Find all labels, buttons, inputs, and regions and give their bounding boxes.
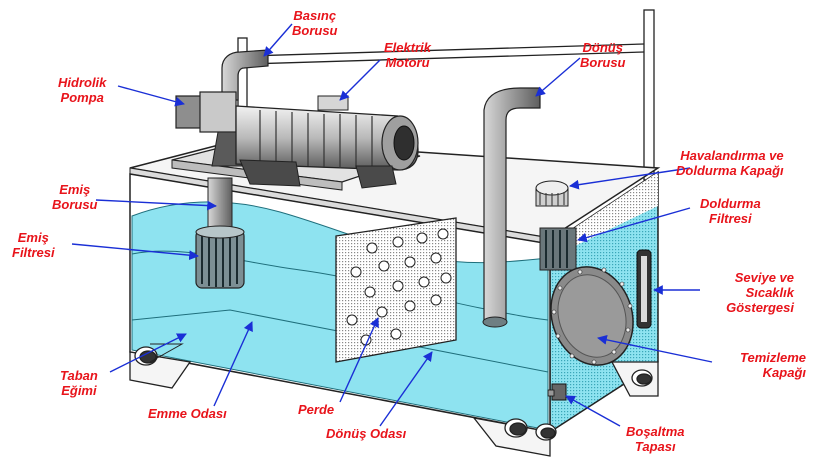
label-taban-egimi-line1: Taban: [60, 368, 98, 383]
label-havalandirma-line2: Doldurma Kapağı: [676, 163, 784, 178]
label-elektrik-motoru: Elektrik Motoru: [384, 40, 431, 70]
return-pipe: [482, 87, 541, 328]
label-donus-borusu: Dönüş Borusu: [580, 40, 626, 70]
label-temizleme: Temizleme Kapağı: [716, 350, 806, 380]
label-basinc-borusu: Basınç Borusu: [292, 8, 338, 38]
arrow-temizleme: [597, 335, 713, 363]
arrow-emis-filtresi: [71, 243, 199, 261]
label-doldurma-filtresi-line1: Doldurma: [700, 196, 761, 211]
label-perde-line1: Perde: [298, 402, 335, 417]
label-taban-egimi: Taban Eğimi: [60, 368, 98, 398]
label-seviye-line3: Göstergesi: [726, 300, 794, 315]
baffle-plate: [335, 217, 457, 363]
label-bosaltma-line2: Tapası: [634, 439, 676, 454]
electric-motor: [235, 95, 419, 189]
label-donus-odasi-line1: Dönüş Odası: [326, 426, 407, 441]
label-hidrolik-pompa-line1: Hidrolik: [58, 75, 107, 90]
label-seviye: Seviye ve Sıcaklık Göstergesi: [704, 270, 794, 315]
label-bosaltma-line1: Boşaltma: [626, 424, 685, 439]
label-emme-odasi-line1: Emme Odası: [148, 406, 227, 421]
callout-arrows: [71, 23, 713, 427]
hydraulic-pump: [175, 91, 243, 167]
label-donus-borusu-line2: Borusu: [580, 55, 626, 70]
suction-pipe: [195, 177, 245, 289]
tank-feet: [129, 346, 659, 457]
label-doldurma-filtresi: Doldurma Filtresi: [700, 196, 761, 226]
label-elektrik-motoru-line1: Elektrik: [384, 40, 431, 55]
arrow-taban-egimi: [109, 333, 187, 373]
level-gauge: [636, 249, 652, 329]
arrow-emme-odasi: [213, 321, 253, 407]
label-taban-egimi-line2: Eğimi: [61, 383, 97, 398]
label-hidrolik-pompa: Hidrolik Pompa: [58, 75, 106, 105]
label-basinc-borusu-line2: Borusu: [292, 23, 338, 38]
label-temizleme-line2: Kapağı: [762, 365, 806, 380]
drain-plug: [547, 383, 567, 401]
label-emis-borusu: Emiş Borusu: [52, 182, 98, 212]
label-donus-odasi: Dönüş Odası: [326, 426, 406, 441]
label-perde: Perde: [298, 402, 334, 417]
label-doldurma-filtresi-line2: Filtresi: [709, 211, 752, 226]
label-donus-borusu-line1: Dönüş: [582, 40, 623, 55]
label-emme-odasi: Emme Odası: [148, 406, 227, 421]
label-seviye-line2: Sıcaklık: [745, 285, 794, 300]
label-seviye-line1: Seviye ve: [734, 270, 794, 285]
label-havalandirma-line1: Havalandırma ve: [680, 148, 784, 163]
arrow-donus-borusu: [535, 57, 581, 97]
label-elektrik-motoru-line2: Motoru: [385, 55, 430, 70]
label-basinc-borusu-line1: Basınç: [293, 8, 337, 23]
fill-filter: [539, 227, 577, 271]
pressure-pipe: [221, 49, 269, 101]
arrow-elektrik-motoru: [339, 59, 381, 101]
label-emis-filtresi-line2: Filtresi: [12, 245, 55, 260]
label-hidrolik-pompa-line2: Pompa: [60, 90, 104, 105]
arrow-perde: [339, 317, 379, 403]
arrow-havalandirma: [569, 167, 691, 190]
arrow-basinc-borusu: [263, 23, 293, 57]
label-emis-filtresi-line1: Emiş: [17, 230, 49, 245]
label-emis-borusu-line1: Emiş: [59, 182, 91, 197]
label-emis-filtresi: Emiş Filtresi: [12, 230, 55, 260]
breather-cap: [535, 180, 569, 207]
arrow-hidrolik-pompa: [117, 85, 185, 107]
arrow-donus-odasi: [379, 351, 433, 427]
arrow-doldurma-filtresi: [577, 207, 691, 243]
label-havalandirma: Havalandırma ve Doldurma Kapağı: [676, 148, 784, 178]
label-bosaltma: Boşaltma Tapası: [626, 424, 685, 454]
label-emis-borusu-line2: Borusu: [52, 197, 98, 212]
arrow-bosaltma: [565, 395, 621, 427]
label-temizleme-line1: Temizleme: [740, 350, 806, 365]
arrow-emis-borusu: [95, 199, 217, 211]
